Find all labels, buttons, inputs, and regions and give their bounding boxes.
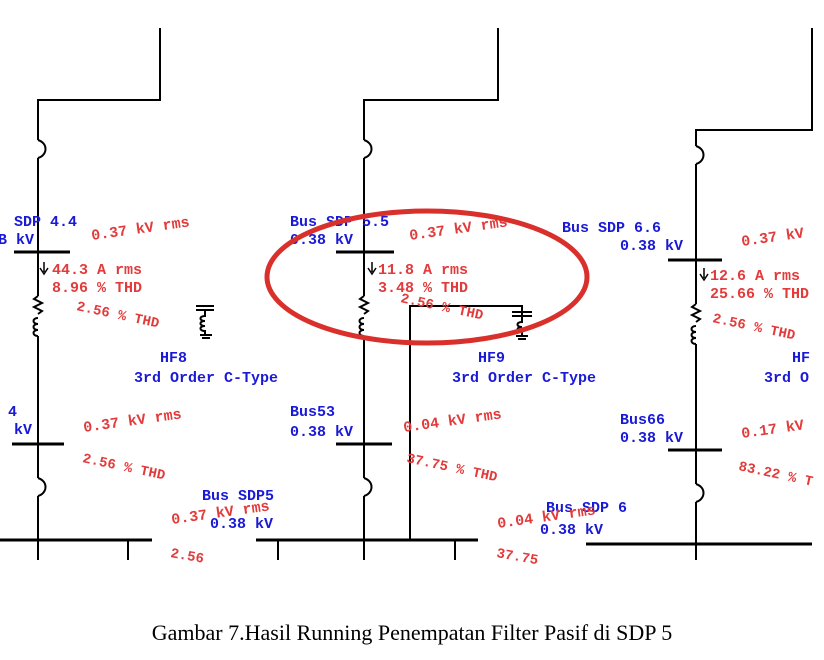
left-sub-bus-kv: 0.38 kV (210, 516, 273, 533)
center-filter-name: HF8 (160, 350, 187, 367)
left-lower-bus-kv: kV (14, 422, 32, 439)
right-filter-type-2: 3rd O (764, 370, 809, 387)
right-filter-name: HF9 (478, 350, 505, 367)
center-sub-bus-name: Bus SDP 6 (546, 500, 627, 517)
right-filter-type: 3rd Order C-Type (452, 370, 596, 387)
center-feeder (256, 28, 523, 560)
right-filter-name-2: HF (792, 350, 810, 367)
left-bus-kv: B kV (0, 232, 34, 249)
left-lower-thd: 2.56 % THD (81, 451, 167, 484)
left-filter-symbol (196, 305, 214, 339)
left-resistor-icon (31, 295, 45, 315)
right-lower-bus-kv: 0.38 kV (620, 430, 683, 447)
left-bus-name: SDP 4.4 (14, 214, 77, 231)
center-lower-voltage: 0.04 kV rms (402, 406, 502, 437)
right-current: 12.6 A rms (710, 268, 800, 285)
left-sub-thd: 2.56 (169, 546, 205, 568)
center-sub-bus-kv: 0.38 kV (540, 522, 603, 539)
right-thd-voltage: 2.56 % THD (711, 311, 797, 344)
center-breaker-top-icon (363, 139, 373, 159)
left-sub-bus-name: Bus SDP5 (202, 488, 274, 505)
right-current-arrow-icon (699, 268, 709, 282)
left-bus-voltage: 0.37 kV rms (90, 214, 190, 245)
center-lower-bus-name: Bus53 (290, 404, 335, 421)
right-inductor-icon (690, 325, 697, 345)
center-filter-type: 3rd Order C-Type (134, 370, 278, 387)
center-inductor-icon (358, 317, 365, 337)
right-lower-bus-name: Bus66 (620, 412, 665, 429)
highlight-ellipse (264, 208, 590, 346)
center-current: 11.8 A rms (378, 262, 468, 279)
left-feeder (0, 28, 161, 560)
right-bus-name: Bus SDP 6.6 (562, 220, 661, 237)
right-lower-thd: 83.22 % T (737, 459, 814, 490)
left-thd-current: 8.96 % THD (52, 280, 142, 297)
left-inductor-icon (32, 317, 39, 337)
left-lower-voltage: 0.37 kV rms (82, 406, 182, 437)
left-breaker-top-icon (37, 139, 47, 159)
center-thd-current: 3.48 % THD (378, 280, 468, 297)
right-feeder (586, 28, 813, 560)
center-filter-symbol (512, 311, 532, 340)
right-thd-current: 25.66 % THD (710, 286, 809, 303)
right-breaker-bottom-icon (695, 483, 705, 503)
left-thd-voltage: 2.56 % THD (75, 299, 161, 332)
center-sub-thd: 37.75 (495, 546, 539, 569)
right-lower-voltage: 0.17 kV (740, 417, 805, 443)
right-bus-voltage: 0.37 kV (740, 225, 805, 251)
right-resistor-icon (689, 303, 703, 323)
center-breaker-bottom-icon (363, 477, 373, 497)
left-current: 44.3 A rms (52, 262, 142, 279)
left-breaker-bottom-icon (37, 477, 47, 497)
figure-caption: Gambar 7.Hasil Running Penempatan Filter… (151, 620, 673, 645)
single-line-diagram: SDP 4.4 B kV 0.37 kV rms 44.3 A rms 8.96… (0, 28, 814, 569)
right-breaker-top-icon (695, 145, 705, 165)
left-lower-bus-name: 4 (8, 404, 17, 421)
center-lower-bus-kv: 0.38 kV (290, 424, 353, 441)
center-resistor-icon (357, 295, 371, 315)
center-current-arrow-icon (367, 262, 377, 276)
center-lower-thd: 37.75 % THD (405, 451, 499, 486)
right-bus-kv: 0.38 kV (620, 238, 683, 255)
left-current-arrow-icon (39, 262, 49, 276)
